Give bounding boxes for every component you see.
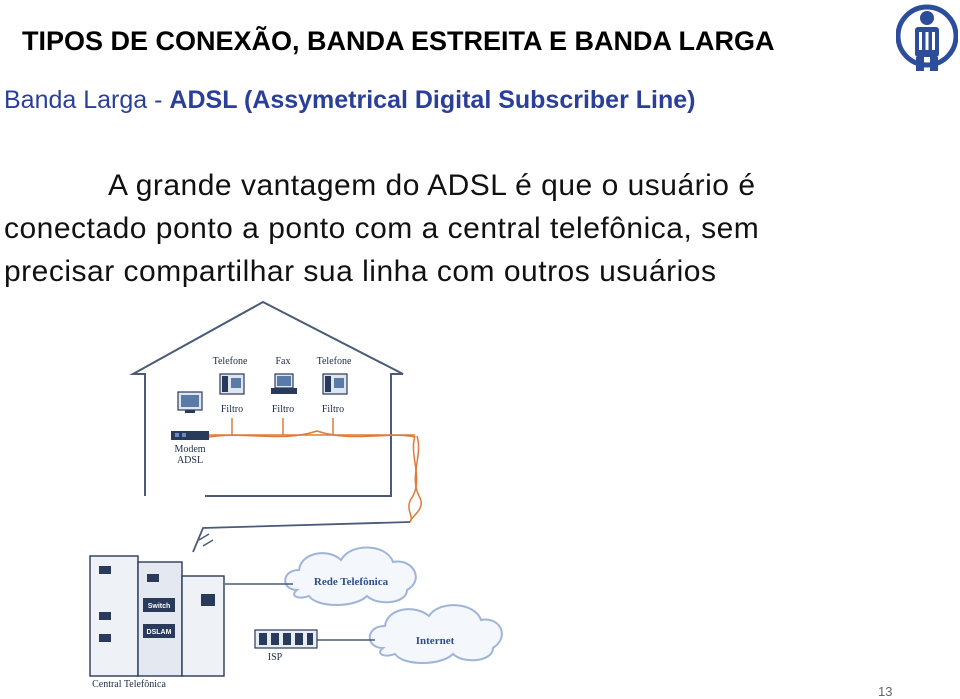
isp-label: ISP bbox=[268, 652, 283, 663]
body-line-2: conectado ponto a ponto com a central te… bbox=[4, 212, 760, 245]
filter-label-2: Filtro bbox=[272, 404, 294, 415]
telephone-icon bbox=[322, 373, 348, 395]
telephone-icon bbox=[219, 373, 245, 395]
phone-wiring bbox=[208, 418, 422, 523]
page-number: 13 bbox=[878, 684, 893, 699]
modem-label-line2: ADSL bbox=[177, 455, 203, 466]
cloud-icon bbox=[284, 546, 417, 606]
drop-line bbox=[192, 521, 411, 553]
filter-label-3: Filtro bbox=[322, 404, 344, 415]
dslam-label: DSLAM bbox=[147, 629, 172, 636]
body-line-1: A grande vantagem do ADSL é que o usuári… bbox=[108, 169, 756, 202]
adsl-diagram: Telefone Fax Telefone Filtro Filtro Filt… bbox=[89, 300, 503, 690]
modem-icon bbox=[171, 431, 209, 440]
filter-label-1: Filtro bbox=[221, 404, 243, 415]
subtitle-prefix: Banda Larga - bbox=[4, 86, 170, 114]
device-label-telefone-2: Telefone bbox=[317, 356, 352, 367]
line-break-mark bbox=[198, 533, 214, 547]
device-label-telefone-1: Telefone bbox=[213, 356, 248, 367]
isp-rack bbox=[254, 629, 318, 649]
modem-label-line1: Modem bbox=[174, 444, 205, 455]
subtitle-adsl: ADSL (Assymetrical Digital Subscriber Li… bbox=[169, 86, 696, 114]
switch-label: Switch bbox=[148, 603, 171, 610]
slide-subtitle: Banda Larga - ADSL (Assymetrical Digital… bbox=[4, 86, 695, 115]
body-paragraph: A grande vantagem do ADSL é que o usuári… bbox=[4, 164, 954, 293]
computer-icon bbox=[177, 391, 203, 413]
slide-title: TIPOS DE CONEXÃO, BANDA ESTREITA E BANDA… bbox=[22, 26, 775, 56]
house-outline bbox=[129, 300, 404, 497]
logo-icon bbox=[896, 4, 958, 71]
body-line-3: precisar compartilhar sua linha com outr… bbox=[4, 255, 717, 288]
building-icon bbox=[89, 555, 225, 677]
central-label: Central Telefônica bbox=[92, 679, 166, 690]
cloud-icon bbox=[368, 604, 503, 664]
cloud-label-rede-telefonica: Rede Telefônica bbox=[314, 576, 389, 588]
device-label-fax: Fax bbox=[276, 356, 291, 367]
cloud-label-internet: Internet bbox=[416, 635, 455, 647]
fax-icon bbox=[271, 373, 297, 394]
